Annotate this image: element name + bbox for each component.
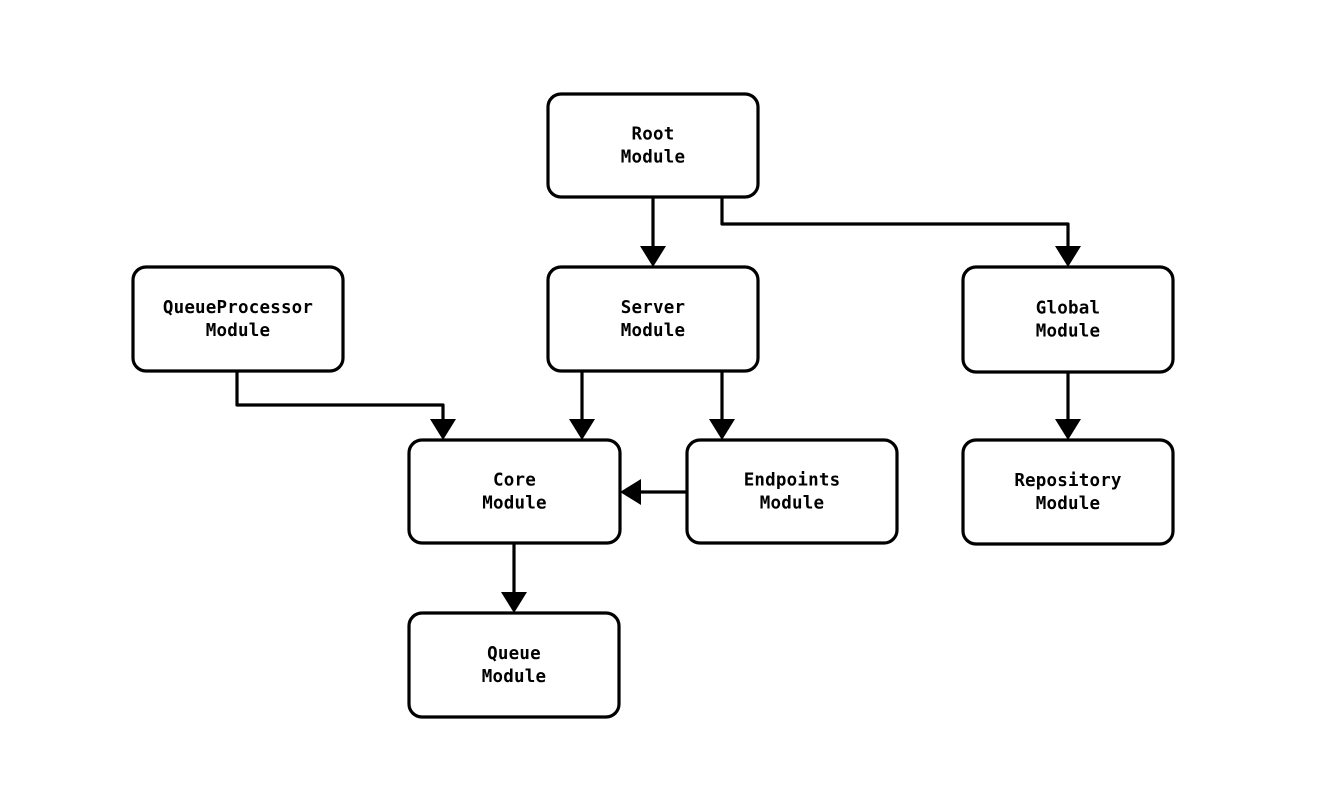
edge-root-to-global bbox=[720, 197, 1070, 252]
global-module-node-box[interactable] bbox=[961, 265, 1175, 374]
queueprocessor-module-node-label-line2: Module bbox=[206, 321, 270, 341]
endpoints-module-node-label-line1: Endpoints bbox=[744, 471, 841, 491]
arrowhead-queue bbox=[501, 592, 527, 613]
endpoints-module-node-box[interactable] bbox=[685, 438, 899, 545]
global-module-node-label-line1: Global bbox=[1036, 299, 1100, 319]
core-module-node-label-line2: Module bbox=[482, 494, 546, 514]
root-module-node-label-line1: Root bbox=[632, 125, 675, 145]
root-module-node-label-line2: Module bbox=[621, 148, 685, 168]
core-module-node-label-line1: Core bbox=[493, 471, 536, 491]
repository-module-node-label-line1: Repository bbox=[1014, 471, 1122, 491]
root-module-node-box[interactable] bbox=[546, 92, 760, 199]
repository-module-node-box[interactable] bbox=[961, 438, 1175, 546]
arrowhead-server bbox=[640, 246, 666, 267]
queue-module-node-box[interactable] bbox=[407, 611, 621, 719]
arrowhead-global bbox=[1055, 246, 1081, 267]
server-module-node-label-line1: Server bbox=[621, 298, 685, 318]
server-module-node-box[interactable] bbox=[546, 265, 760, 373]
repository-module-node-label-line2: Module bbox=[1036, 494, 1100, 514]
server-module-node-label-line2: Module bbox=[621, 321, 685, 341]
queue-module-node-label-line2: Module bbox=[482, 667, 546, 687]
arrowhead-endpoints bbox=[709, 419, 735, 440]
edges-layer bbox=[235, 197, 1070, 598]
nodes-layer: RootModuleQueueProcessorModuleServerModu… bbox=[131, 92, 1175, 719]
core-module-node-box[interactable] bbox=[407, 438, 622, 545]
arrowhead-core-mid bbox=[569, 419, 595, 440]
endpoints-module-node-label-line2: Module bbox=[760, 494, 824, 514]
arrowhead-core-right bbox=[620, 479, 641, 505]
global-module-node-label-line2: Module bbox=[1036, 322, 1100, 342]
arrowheads-layer bbox=[430, 246, 1081, 613]
queueprocessor-module-node-label-line1: QueueProcessor bbox=[163, 298, 313, 318]
edge-queueprocessor-to-core bbox=[235, 371, 445, 425]
arrowhead-core-left bbox=[430, 419, 456, 440]
queue-module-node-label-line1: Queue bbox=[487, 644, 541, 664]
arrowhead-repository bbox=[1055, 419, 1081, 440]
queueprocessor-module-node-box[interactable] bbox=[131, 265, 345, 373]
